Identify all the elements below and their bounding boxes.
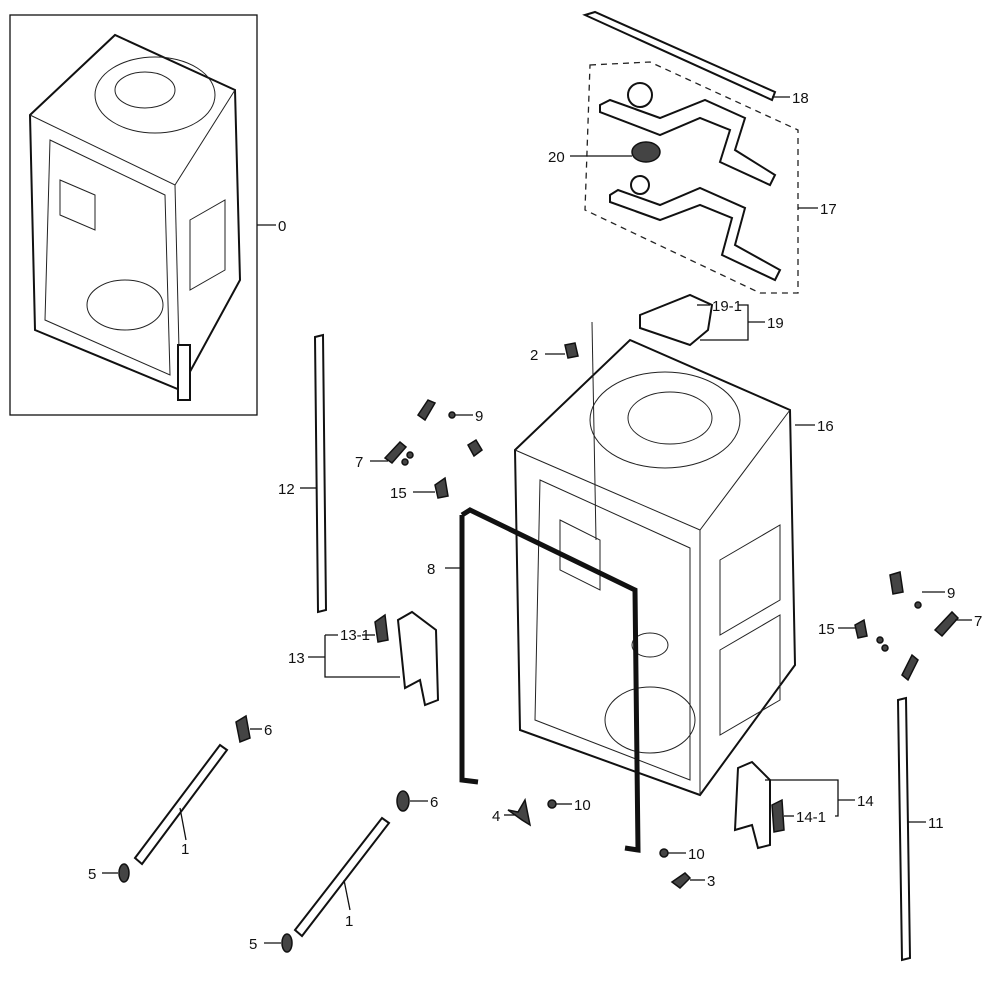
inset-frame [9, 14, 258, 416]
label-9-right: 9 [947, 585, 955, 602]
part-6-stop-lower [396, 790, 410, 812]
part-9-clip-left [416, 399, 437, 422]
label-20: 20 [548, 149, 565, 166]
inset-assembly-view [9, 14, 258, 416]
label-19: 19 [767, 315, 784, 332]
part-11-rail [896, 696, 912, 962]
label-9-left: 9 [475, 408, 483, 425]
part-5-wheel-lower [281, 933, 293, 953]
part-20-nozzle [631, 141, 661, 163]
label-6-upper: 6 [264, 722, 272, 739]
label-17: 17 [820, 201, 837, 218]
label-14: 14 [857, 793, 874, 810]
label-16: 16 [817, 418, 834, 435]
label-3: 3 [707, 873, 715, 890]
label-1-lower: 1 [345, 913, 353, 930]
inset-tub-body [28, 33, 242, 392]
label-12: 12 [278, 481, 295, 498]
part-10-screw-upper [547, 799, 557, 809]
part-9-clip-right [889, 571, 904, 595]
part-1-rail-upper [133, 743, 229, 866]
label-14-1: 14-1 [796, 809, 826, 826]
label-18: 18 [792, 90, 809, 107]
part-15-hinge-right [854, 618, 868, 639]
label-15-left: 15 [390, 485, 407, 502]
part-14-hinge [733, 760, 771, 850]
part-13-1-screw [374, 613, 389, 643]
part-18-rail [582, 10, 777, 102]
part-4-bracket [507, 797, 532, 827]
lower-spray-arm [609, 186, 782, 282]
part-5-wheel-upper [118, 863, 130, 883]
label-4: 4 [492, 808, 500, 825]
part-15-hinge-left [434, 476, 449, 499]
part-6-stop-upper [235, 714, 251, 744]
part-2-clip [564, 342, 579, 359]
label-15-right: 15 [818, 621, 835, 638]
part-7-roller-left [383, 440, 408, 465]
label-1-upper: 1 [181, 841, 189, 858]
part-13-hinge [396, 610, 440, 707]
label-19-1: 19-1 [712, 298, 742, 315]
part-12-rail [313, 333, 328, 614]
label-5-lower: 5 [249, 936, 257, 953]
part-1-rail-lower [293, 816, 391, 938]
part-8-gasket [459, 507, 641, 853]
group-17-outline [584, 61, 799, 294]
label-0: 0 [278, 218, 286, 235]
label-8: 8 [427, 561, 435, 578]
part-19-bracket [639, 293, 714, 347]
label-13: 13 [288, 650, 305, 667]
label-7-right: 7 [974, 613, 982, 630]
part-10-screw-lower [659, 848, 669, 858]
label-5-upper: 5 [88, 866, 96, 883]
part-14-1-screw [771, 798, 785, 833]
part-16-tub [513, 338, 797, 797]
part-7-roller-right [933, 610, 960, 638]
label-2: 2 [530, 347, 538, 364]
label-6-lower: 6 [430, 794, 438, 811]
label-11: 11 [928, 815, 944, 832]
part-3-clip [670, 872, 692, 889]
tub-body [513, 338, 797, 797]
label-7-left: 7 [355, 454, 363, 471]
label-10-lower: 10 [688, 846, 705, 863]
label-13-1: 13-1 [340, 627, 370, 644]
label-10-upper: 10 [574, 797, 591, 814]
upper-spray-arm [599, 98, 777, 187]
